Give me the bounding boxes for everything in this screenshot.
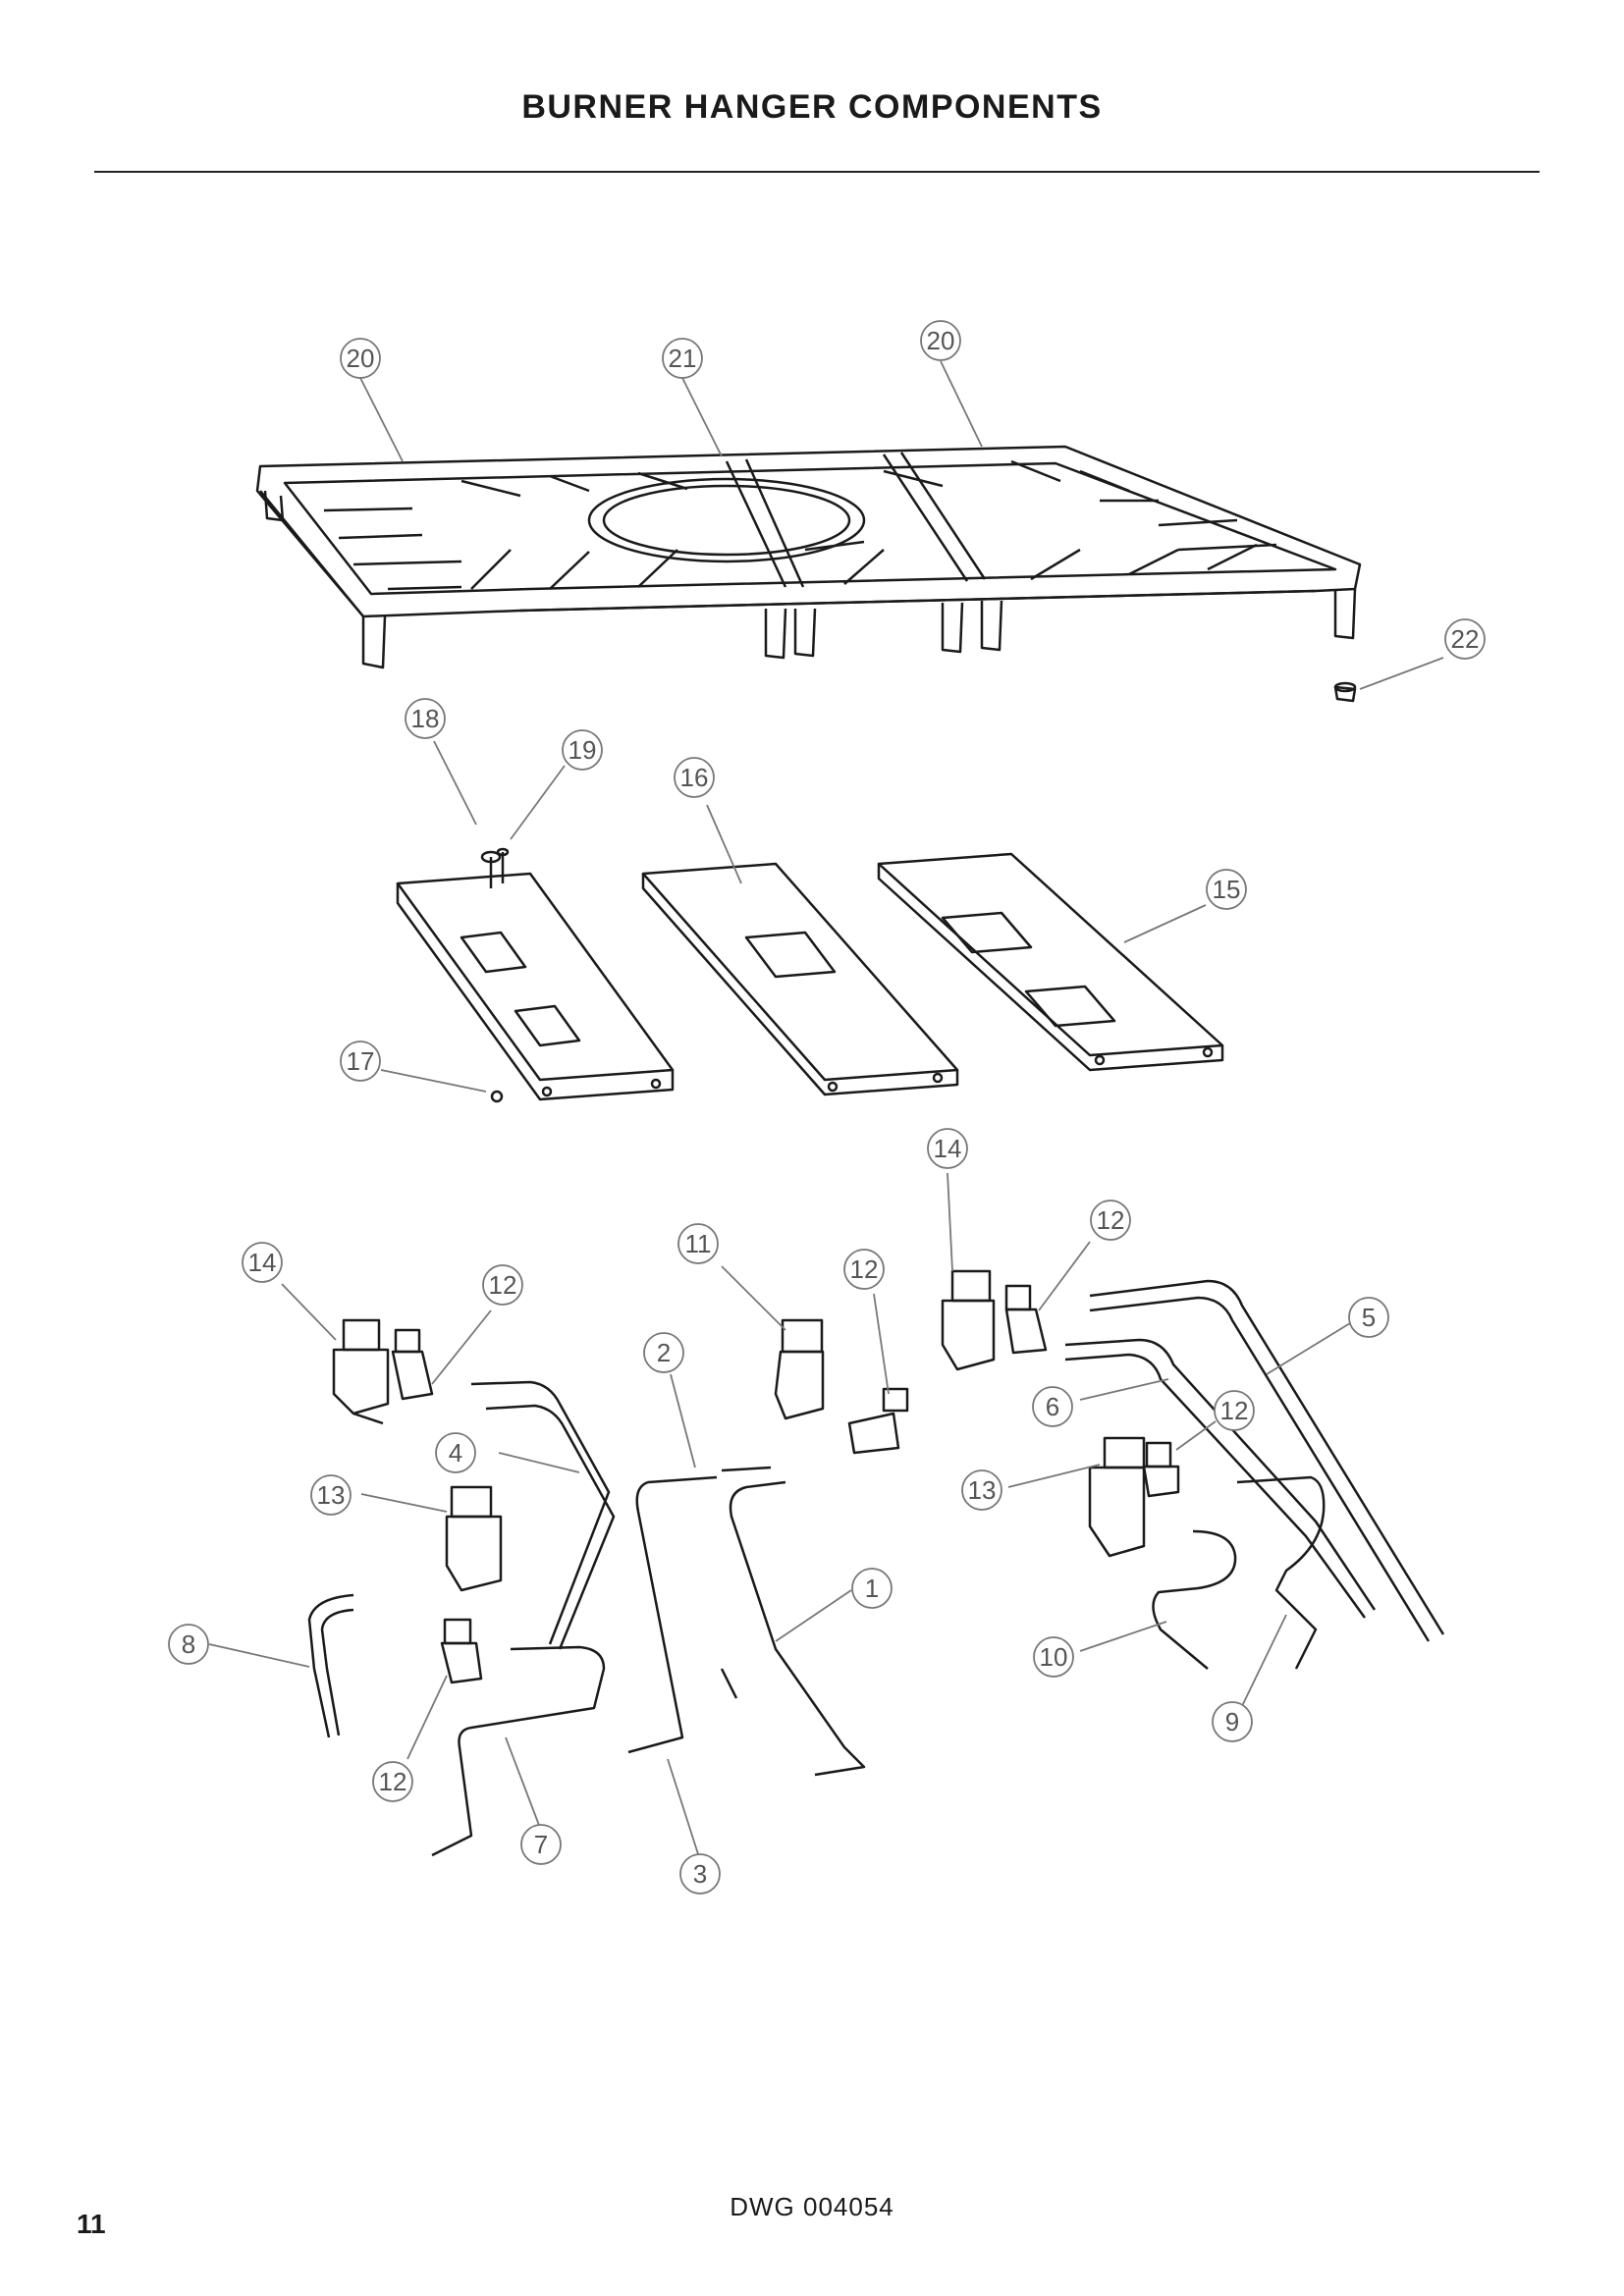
callout-4: 4 xyxy=(449,1438,462,1468)
callout-1: 1 xyxy=(865,1574,879,1603)
callout-22: 22 xyxy=(1451,624,1480,654)
callout-bubbles xyxy=(168,320,1486,1895)
callout-leader-lines xyxy=(208,360,1444,1858)
callout-14-left: 14 xyxy=(248,1248,277,1277)
callout-8: 8 xyxy=(182,1629,195,1659)
callout-10: 10 xyxy=(1040,1642,1068,1672)
callout-18: 18 xyxy=(411,704,440,733)
callout-2: 2 xyxy=(657,1338,671,1367)
callout-3: 3 xyxy=(693,1859,707,1889)
callout-7: 7 xyxy=(534,1830,548,1859)
header-divider xyxy=(94,171,1540,173)
burner-hanger-trays xyxy=(396,847,1224,1103)
callout-9: 9 xyxy=(1225,1707,1239,1736)
gas-fittings-and-pipes xyxy=(307,1269,1445,1857)
callout-13-left: 13 xyxy=(317,1480,346,1510)
callout-20-left: 20 xyxy=(347,344,375,373)
callout-12-b: 12 xyxy=(850,1255,879,1284)
callout-12-c: 12 xyxy=(1097,1205,1125,1235)
callout-21: 21 xyxy=(669,344,697,373)
burner-grates xyxy=(255,445,1362,703)
callout-12-e: 12 xyxy=(379,1767,407,1796)
callout-12-a: 12 xyxy=(489,1270,517,1300)
callout-14-right: 14 xyxy=(934,1134,962,1163)
callout-6: 6 xyxy=(1046,1392,1059,1421)
callout-17: 17 xyxy=(347,1046,375,1076)
callout-5: 5 xyxy=(1362,1303,1376,1332)
callout-13-right: 13 xyxy=(968,1475,997,1505)
page-number: 11 xyxy=(77,2209,106,2239)
callout-11: 11 xyxy=(685,1229,712,1258)
callout-16: 16 xyxy=(680,763,709,792)
page-title: BURNER HANGER COMPONENTS xyxy=(521,88,1103,126)
drawing-number: DWG 004054 xyxy=(730,2192,894,2221)
callout-20-right: 20 xyxy=(927,326,955,355)
callout-labels: 20 21 20 22 18 19 16 15 17 14 12 11 12 1… xyxy=(182,326,1480,1889)
callout-15: 15 xyxy=(1213,875,1241,904)
callout-12-d: 12 xyxy=(1220,1396,1249,1425)
callout-19: 19 xyxy=(568,735,597,765)
